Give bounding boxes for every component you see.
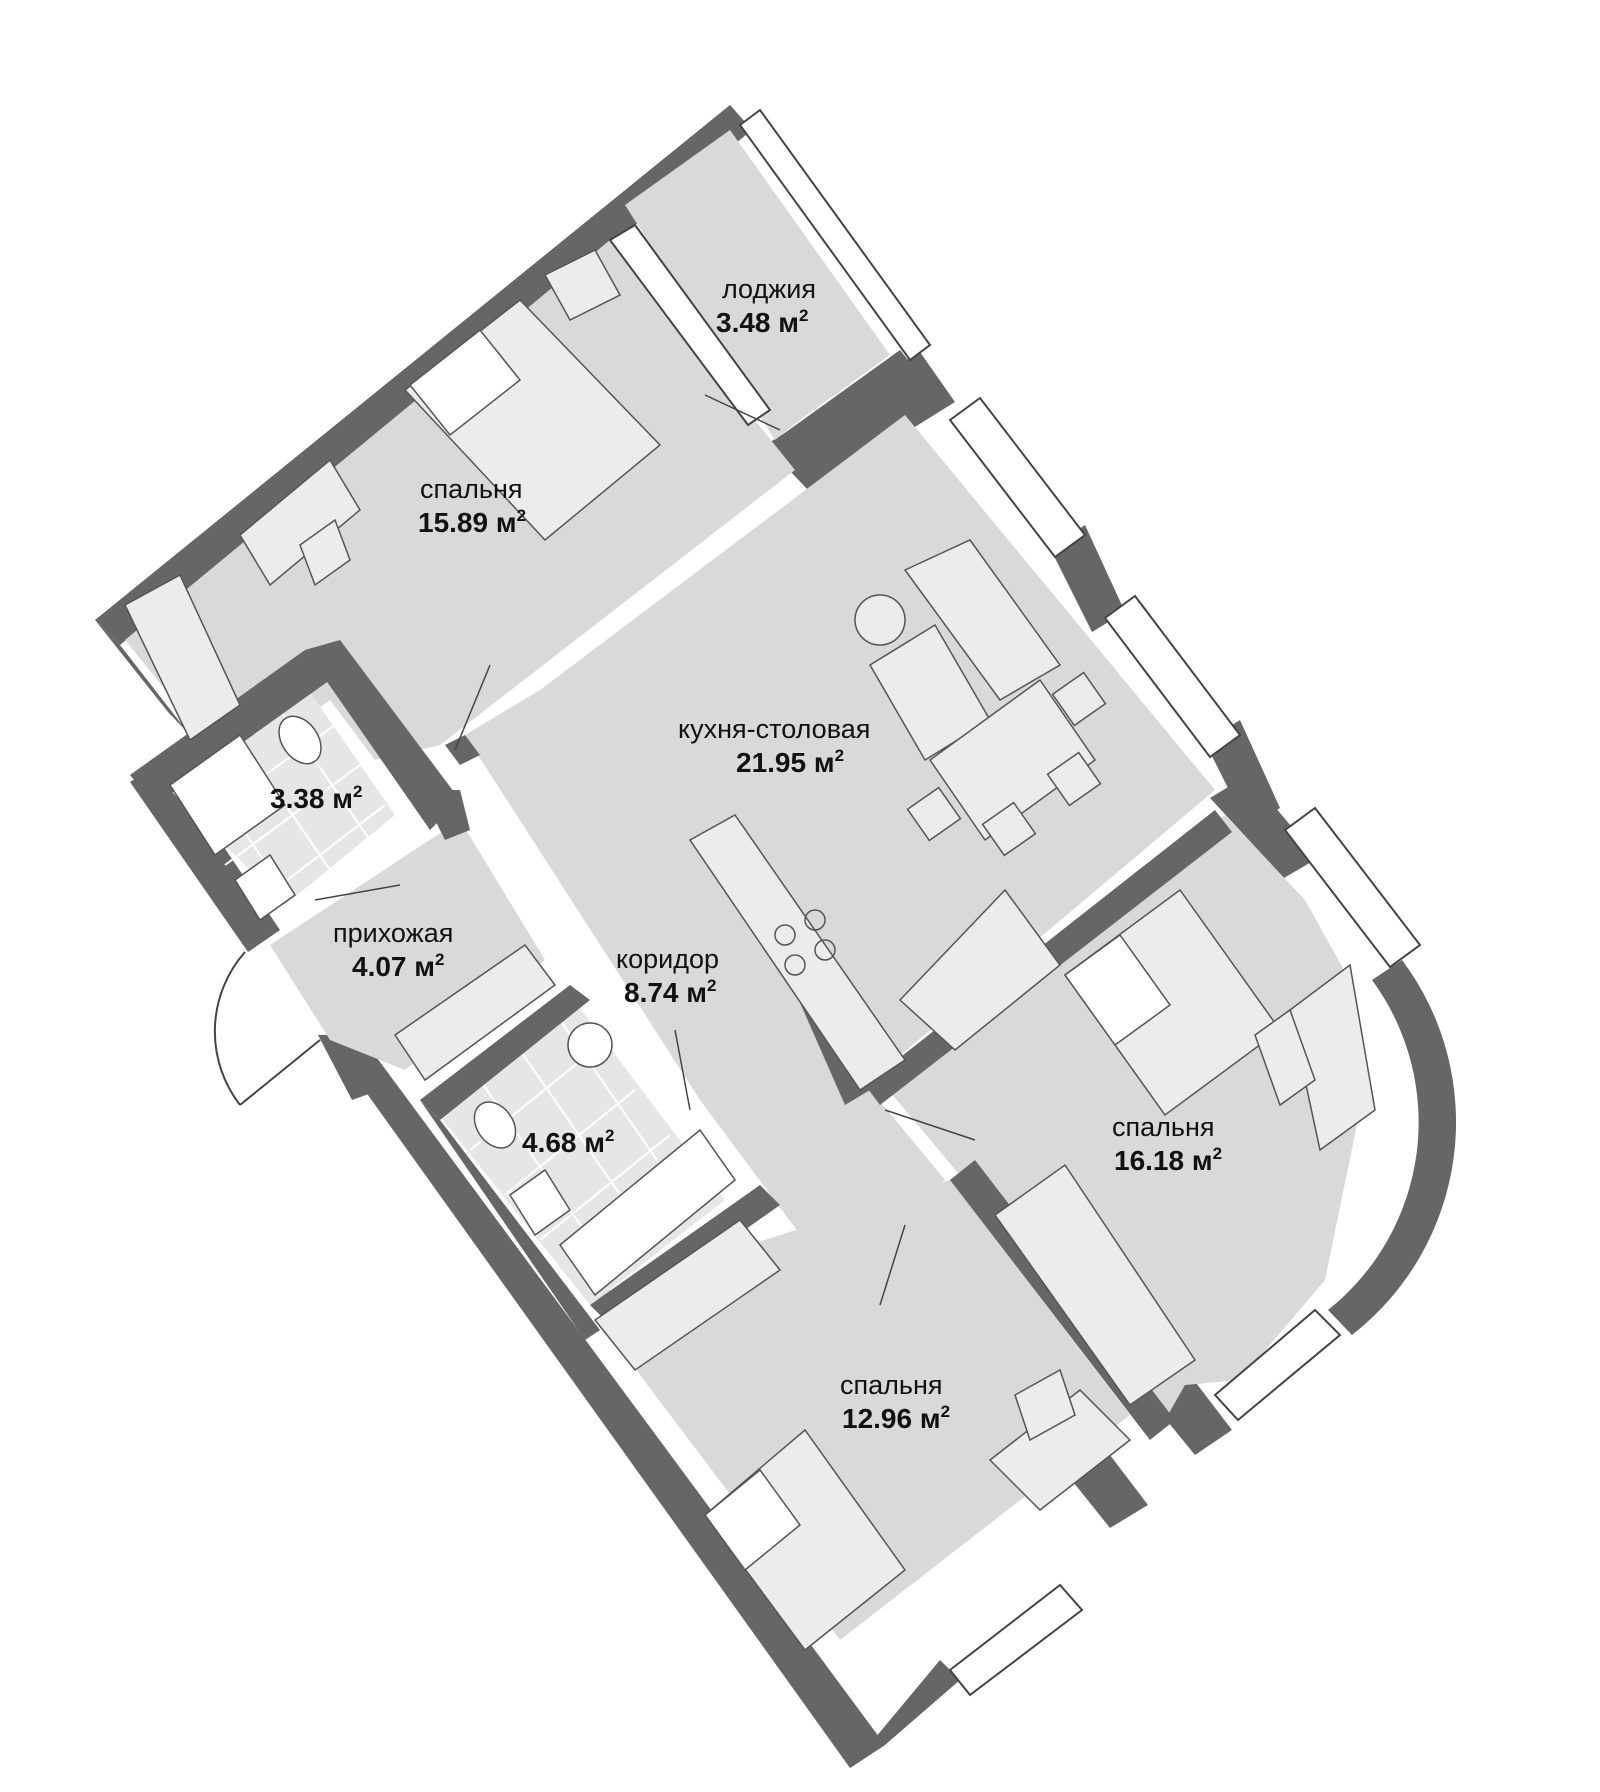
window-bedroom2-2: [1213, 1308, 1342, 1422]
window-bedroom3: [948, 1583, 1084, 1697]
bathtub-icon: [558, 1128, 737, 1297]
chair-icon: [906, 786, 962, 842]
window-kitchen-1: [948, 396, 1087, 559]
toilet-icon: [278, 715, 322, 765]
toilet-icon: [473, 1101, 517, 1149]
room-area-bedroom-2: 16.18 м2: [1114, 1144, 1222, 1176]
sink-icon: [233, 853, 297, 922]
bedroom-2-floor: [880, 815, 1360, 1420]
room-area-wc: 3.38 м2: [270, 782, 362, 814]
room-name-hallway: прихожая: [333, 918, 453, 948]
window-loggia-1: [738, 108, 932, 362]
wardrobe-icon: [393, 943, 557, 1082]
wardrobe-icon: [993, 1163, 1197, 1407]
washing-machine-icon: [567, 1022, 613, 1068]
door-lines: [314, 394, 976, 1306]
desk-icon: [239, 458, 361, 587]
room-name-bedroom-2: спальня: [1112, 1112, 1215, 1142]
sink-icon: [508, 1168, 572, 1237]
room-area-corridor: 8.74 м2: [624, 976, 716, 1008]
chair-icon: [1051, 671, 1107, 727]
windows: [608, 108, 1422, 1697]
furniture: [124, 249, 1376, 1652]
chair-icon: [1254, 1008, 1316, 1107]
window-bedroom2-1: [1283, 806, 1422, 969]
chair-icon: [1046, 751, 1102, 807]
room-area-loggia: 3.48 м2: [716, 306, 808, 338]
stove-icon: [774, 924, 796, 946]
side-table-icon: [854, 594, 906, 646]
window-loggia-2: [608, 223, 772, 427]
loggia-floor: [625, 130, 890, 440]
room-name-corridor: коридор: [616, 944, 719, 974]
bedroom-1-floor: [125, 240, 795, 770]
corridor-floor: [465, 690, 945, 1275]
room-area-bathroom: 4.68 м2: [522, 1126, 614, 1158]
room-area-bedroom-1: 15.89 м2: [418, 506, 526, 538]
dining-table-icon: [928, 678, 1097, 842]
room-area-hallway: 4.07 м2: [352, 950, 444, 982]
room-name-kitchen: кухня-столовая: [678, 714, 870, 744]
wardrobe-icon: [124, 573, 241, 742]
desk-icon: [1289, 963, 1376, 1152]
sofa-icon: [903, 539, 1062, 701]
room-area-kitchen: 21.95 м2: [736, 746, 844, 778]
room-name-bedroom-1: спальня: [420, 474, 523, 504]
entrance-door[interactable]: [213, 951, 321, 1106]
kitchen-counter-icon: [688, 814, 907, 1092]
chair-icon: [299, 518, 351, 587]
wardrobe-icon: [593, 1218, 782, 1372]
room-name-bedroom-3: спальня: [840, 1370, 943, 1400]
kitchen-floor: [540, 415, 1215, 1085]
chair-icon: [981, 801, 1037, 857]
room-labels: лоджия 3.48 м2 спальня 15.89 м2 кухня-ст…: [270, 274, 1222, 1434]
room-area-bedroom-3: 12.96 м2: [842, 1402, 950, 1434]
chair-icon: [1014, 1368, 1076, 1442]
window-kitchen-2: [1103, 594, 1242, 759]
shower-tray-icon: [168, 733, 287, 857]
room-name-loggia: лоджия: [722, 274, 816, 304]
